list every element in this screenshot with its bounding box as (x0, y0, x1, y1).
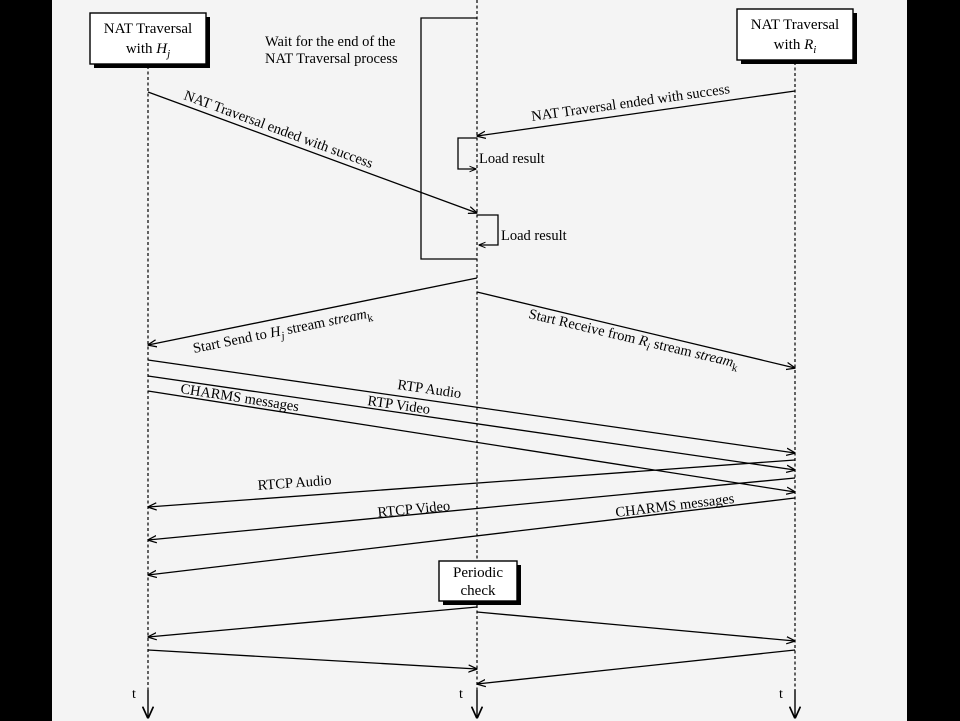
periodic-line2: check (461, 583, 496, 599)
time-label-left: t (132, 687, 136, 702)
label-rtcp-audio: RTCP Audio (257, 473, 332, 494)
time-label-middle: t (459, 687, 463, 702)
actor-right-line1: NAT Traversal (751, 17, 839, 33)
arrow-rtp-audio (147, 359, 795, 453)
arrow-rtp-video (147, 375, 795, 470)
wait-note-line2: NAT Traversal process (265, 51, 398, 67)
actor-left-box: NAT Traversal with Hj (89, 12, 210, 68)
arrow-rtcp-audio (148, 459, 796, 507)
arrow-check-to-left (148, 606, 478, 637)
arrow-reply-from-left (147, 649, 477, 669)
arrow-start-send (148, 277, 478, 345)
arrow-nat-success-right (477, 90, 796, 136)
arrow-nat-success-left (147, 91, 477, 213)
periodic-check-box: Periodic check (438, 560, 521, 605)
self-loop-load-result-2 (477, 214, 499, 245)
time-label-right: t (779, 687, 783, 702)
wait-frame (420, 17, 477, 260)
self-loop-load-result-1 (457, 137, 477, 169)
actor-right-box: NAT Traversal with Ri (736, 8, 857, 64)
arrow-rtcp-video (148, 477, 796, 540)
label-load-result-2: Load result (501, 228, 567, 244)
label-rtcp-video: RTCP Video (377, 498, 451, 521)
arrow-charms-lr (147, 390, 795, 492)
arrow-charms-rl (148, 497, 796, 575)
periodic-line1: Periodic (453, 565, 503, 581)
arrow-reply-from-right (477, 649, 796, 684)
label-load-result-1: Load result (479, 151, 545, 167)
arrow-check-to-right (476, 611, 795, 641)
wait-note-line1: Wait for the end of the (265, 34, 396, 50)
arrow-start-receive (476, 291, 795, 368)
actor-right-line2: with Ri (774, 37, 817, 56)
actor-left-line2: with Hj (126, 41, 170, 60)
actor-left-line1: NAT Traversal (104, 21, 192, 37)
